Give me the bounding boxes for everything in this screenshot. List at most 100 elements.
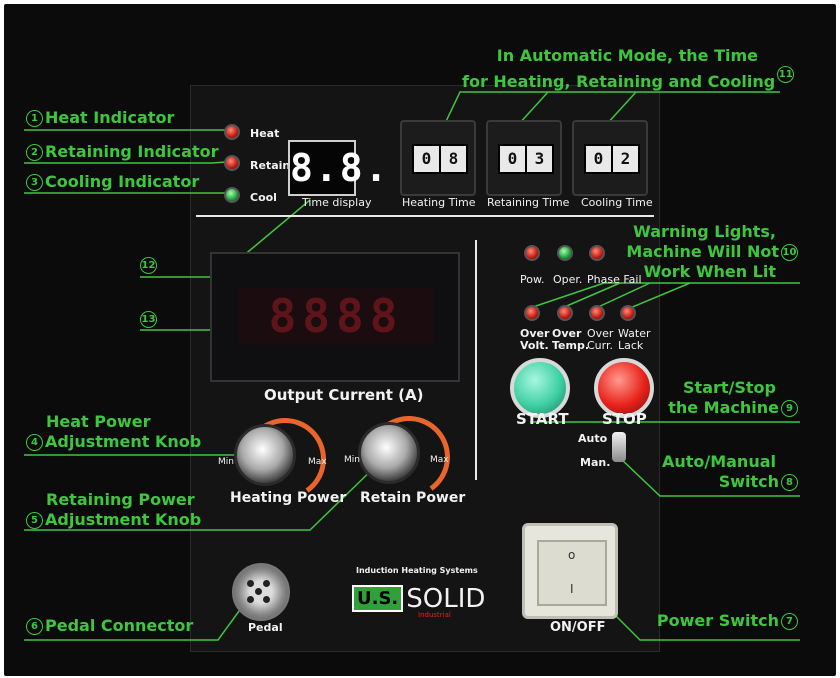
stop-button[interactable] — [594, 358, 654, 418]
cooling-time-digit[interactable]: 2 — [620, 149, 631, 168]
over-curr-line1: Over — [587, 327, 614, 340]
callout-line1: In Automatic Mode, the Time — [496, 46, 758, 65]
over-temp-line2: Temp. — [552, 339, 590, 352]
start-button[interactable] — [510, 358, 570, 418]
over-temp-line1: Over — [552, 327, 582, 340]
callout-text: Retaining Indicator — [45, 142, 219, 161]
callout-number: 10 — [781, 244, 798, 261]
retain-indicator-label: Retain — [250, 159, 291, 172]
callout-12: 12 — [138, 255, 159, 275]
callout-line2: Switch — [718, 472, 779, 491]
callout-number: 3 — [26, 174, 43, 191]
rocker-off-mark: o — [568, 548, 576, 562]
callout-line1: Warning Lights, — [633, 222, 776, 241]
over-curr-light — [589, 305, 605, 321]
retaining-time-digit[interactable]: 0 — [500, 146, 527, 172]
pedal-connector[interactable] — [232, 563, 290, 621]
heat-indicator-label: Heat — [250, 127, 280, 140]
phase-fail-light — [589, 245, 605, 261]
water-lack-line2: Lack — [618, 339, 644, 352]
pow-label: Pow. — [520, 273, 545, 286]
retaining-time-digit[interactable]: 3 — [534, 149, 545, 168]
heating-power-knob[interactable] — [234, 424, 296, 486]
callout-number: 9 — [781, 400, 798, 417]
panel-divider-vertical — [475, 240, 477, 480]
callout-number: 7 — [781, 613, 798, 630]
callout-line1: Auto/Manual — [661, 452, 776, 471]
callout-line2: Adjustment Knob — [45, 432, 202, 451]
output-current-meter: 8888 — [210, 252, 460, 382]
power-switch-label: ON/OFF — [550, 620, 606, 635]
over-volt-line1: Over — [520, 327, 550, 340]
brand-solid: SOLID — [406, 584, 486, 614]
callout-line2: Machine Will Not — [626, 242, 779, 261]
phase-fail-label: Phase Fail — [587, 273, 642, 286]
auto-manual-toggle[interactable] — [612, 432, 626, 462]
brand-logo: U.S.SOLID — [352, 584, 485, 614]
over-curr-line2: Curr. — [587, 339, 613, 352]
time-display-label: Time display — [302, 196, 372, 209]
output-current-label: Output Current (A) — [264, 386, 424, 404]
heating-time-digit[interactable]: 8 — [448, 149, 459, 168]
cooling-time-digit[interactable]: 0 — [586, 146, 613, 172]
water-lack-line1: Water — [618, 327, 651, 340]
brand-us: U.S. — [352, 585, 404, 612]
retain-power-knob[interactable] — [358, 422, 420, 484]
heating-time-digit[interactable]: 0 — [414, 146, 441, 172]
heating-min-label: Min — [218, 457, 234, 467]
callout-line2: for Heating, Retaining and Cooling — [462, 72, 776, 91]
brand-sub: Industrial — [418, 611, 451, 619]
retain-min-label: Min — [344, 455, 360, 465]
power-switch[interactable]: o I — [522, 523, 618, 619]
retain-indicator-light — [224, 155, 240, 171]
oper-label: Oper. — [553, 273, 583, 286]
heating-max-label: Max — [308, 457, 327, 467]
retain-max-label: Max — [430, 455, 449, 465]
retain-power-label: Retain Power — [360, 490, 466, 506]
callout-line1: Heat Power — [46, 412, 151, 431]
over-temp-light — [557, 305, 573, 321]
heat-indicator-light — [224, 124, 240, 140]
cool-indicator-label: Cool — [250, 191, 277, 204]
power-status-light — [524, 245, 540, 261]
time-display: 8.8. — [288, 140, 388, 196]
output-current-display: 8888 — [238, 288, 434, 344]
callout-number: 8 — [781, 474, 798, 491]
callout-number: 6 — [26, 618, 43, 635]
cooling-time-label: Cooling Time — [581, 196, 653, 209]
heating-power-label: Heating Power — [230, 490, 347, 506]
operation-status-light — [557, 245, 573, 261]
callout-line3: Work When Lit — [643, 262, 776, 281]
callout-text: Cooling Indicator — [45, 172, 200, 191]
water-lack-light — [620, 305, 636, 321]
rocker-on-mark: I — [570, 582, 574, 596]
start-label: START — [516, 410, 569, 428]
callout-number: 12 — [140, 257, 157, 274]
heating-time-label: Heating Time — [402, 196, 476, 209]
label-auto-mode-time: In Automatic Mode, the Time for Heating,… — [462, 46, 795, 92]
callout-line1: Retaining Power — [46, 490, 195, 509]
auto-label: Auto — [578, 432, 608, 445]
man-label: Man. — [580, 456, 611, 469]
callout-number: 5 — [26, 512, 43, 529]
callout-number: 1 — [26, 110, 43, 127]
panel-divider-horizontal — [196, 215, 654, 217]
over-volt-light — [524, 305, 540, 321]
brand-tagline: Induction Heating Systems — [356, 566, 478, 575]
callout-line1: Start/Stop — [683, 378, 776, 397]
